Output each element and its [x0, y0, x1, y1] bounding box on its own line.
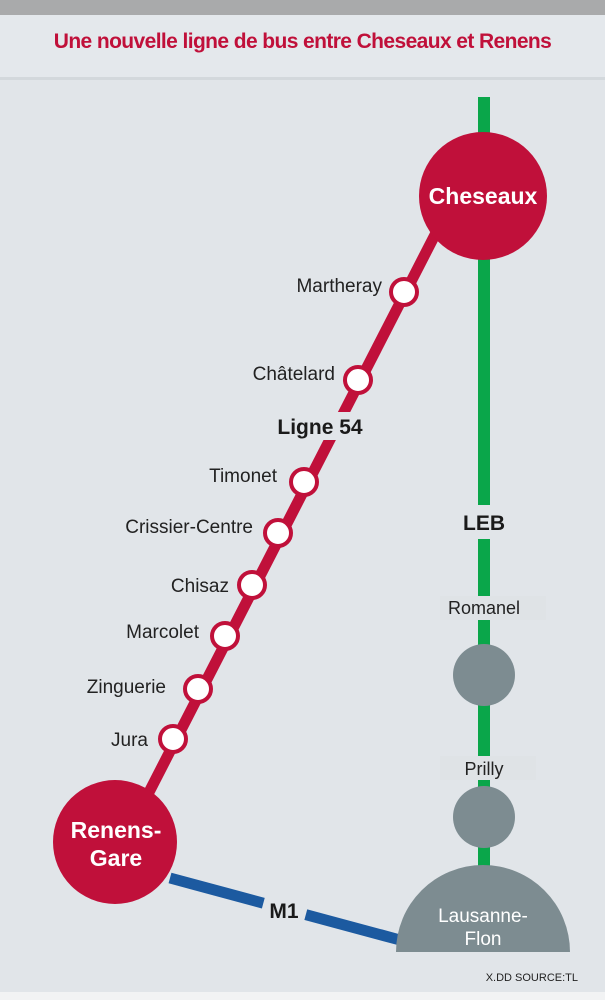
flon-label-2: Flon [465, 929, 502, 950]
stop-romanel[interactable] [453, 644, 515, 706]
stop-jura[interactable] [158, 724, 188, 754]
flon-label-1: Lausanne- [438, 906, 528, 927]
source-credit: X.DD SOURCE:TL [486, 972, 578, 984]
stop-chisaz[interactable] [237, 570, 267, 600]
stop-crissier-centre[interactable] [263, 518, 293, 548]
renens-label-1: Renens- [71, 817, 162, 843]
bus-line-54 [140, 222, 445, 803]
stop-label-marcolet: Marcolet [126, 622, 200, 643]
renens-label-2: Gare [90, 845, 142, 871]
stop-label-zinguerie: Zinguerie [87, 677, 166, 698]
terminal-renens-gare[interactable] [53, 780, 177, 904]
stop-label-martheray: Martheray [296, 276, 382, 297]
terminal-lausanne-flon[interactable] [396, 865, 570, 952]
top-bar [0, 0, 605, 15]
ligne-54-label: Ligne 54 [277, 416, 363, 439]
stop-timonet[interactable] [289, 467, 319, 497]
terminal-cheseaux[interactable] [419, 132, 547, 260]
bus-stops: Martheray Châtelard Timonet Crissier-Cen… [87, 276, 419, 754]
map-title: Une nouvelle ligne de bus entre Cheseaux… [53, 30, 552, 53]
header-band [0, 15, 605, 80]
stop-label-chatelard: Châtelard [253, 364, 335, 385]
bottom-band [0, 992, 605, 1000]
stop-label-crissier-centre: Crissier-Centre [125, 517, 253, 538]
m1-label: M1 [269, 900, 298, 923]
stop-label-jura: Jura [111, 730, 148, 751]
cheseaux-label: Cheseaux [429, 183, 538, 209]
stop-label-chisaz: Chisaz [171, 576, 229, 597]
leb-label: LEB [463, 512, 505, 535]
stop-marcolet[interactable] [210, 621, 240, 651]
stop-label-romanel: Romanel [448, 598, 520, 618]
stop-chatelard[interactable] [343, 365, 373, 395]
stop-label-prilly: Prilly [465, 759, 504, 779]
stop-prilly[interactable] [453, 786, 515, 848]
stop-label-timonet: Timonet [209, 466, 278, 487]
stop-zinguerie[interactable] [183, 674, 213, 704]
stop-martheray[interactable] [389, 277, 419, 307]
